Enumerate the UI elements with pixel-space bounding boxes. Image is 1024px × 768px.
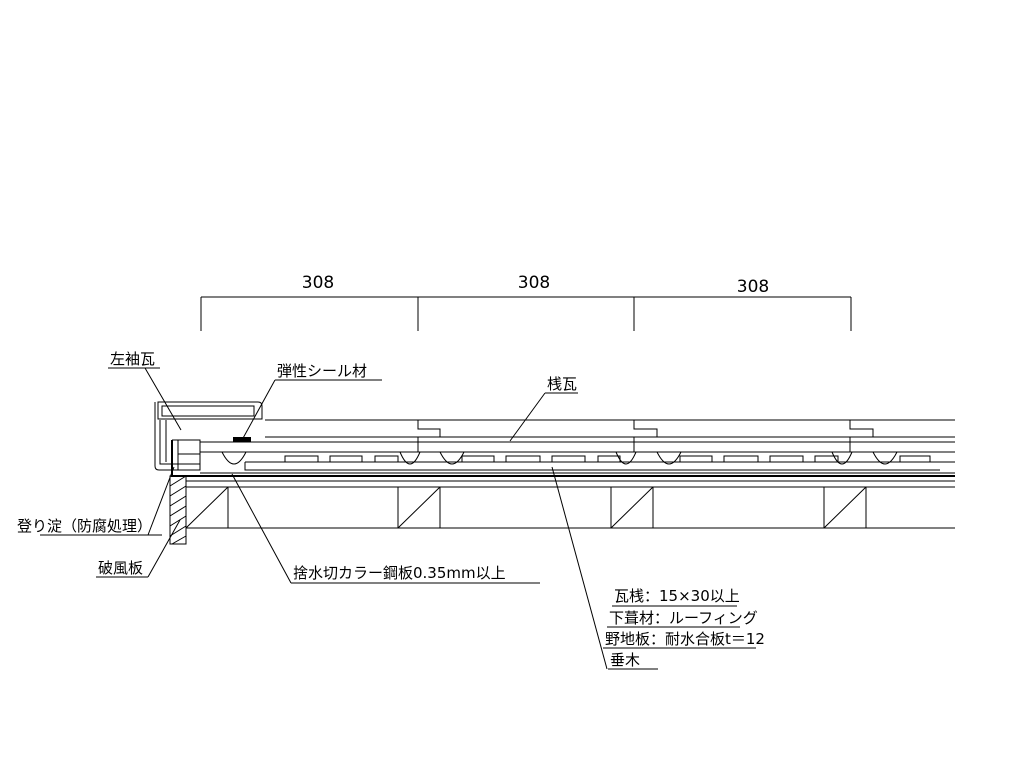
label-sheathing: 野地板：耐水合板t＝12: [605, 630, 765, 648]
label-rafter: 垂木: [610, 651, 640, 669]
label-barge-board: 破風板: [98, 559, 143, 577]
dimension-label-2: 308: [518, 273, 550, 293]
label-left-sleeve-tile: 左袖瓦: [110, 350, 155, 368]
dimension-label-3: 308: [737, 277, 769, 297]
label-flashing: 捨水切カラー鋼板0.35mm以上: [293, 564, 506, 582]
dimension-line: [200, 296, 852, 331]
label-underlay: 下葺材：ルーフィング: [609, 609, 758, 627]
label-elastic-sealant: 弾性シール材: [277, 362, 367, 380]
pan-tiles: [200, 419, 955, 465]
label-verge-rafter: 登り淀（防腐処理）: [17, 517, 152, 535]
label-tile-batten: 瓦桟：15×30以上: [614, 587, 740, 605]
sheathing-underlay: [186, 472, 955, 477]
tile-batten-profile: [244, 455, 955, 471]
rafter-framing: [185, 480, 955, 529]
leader-lines: [40, 367, 756, 670]
label-pan-tile: 桟瓦: [547, 375, 577, 393]
dimension-label-1: 308: [302, 273, 334, 293]
